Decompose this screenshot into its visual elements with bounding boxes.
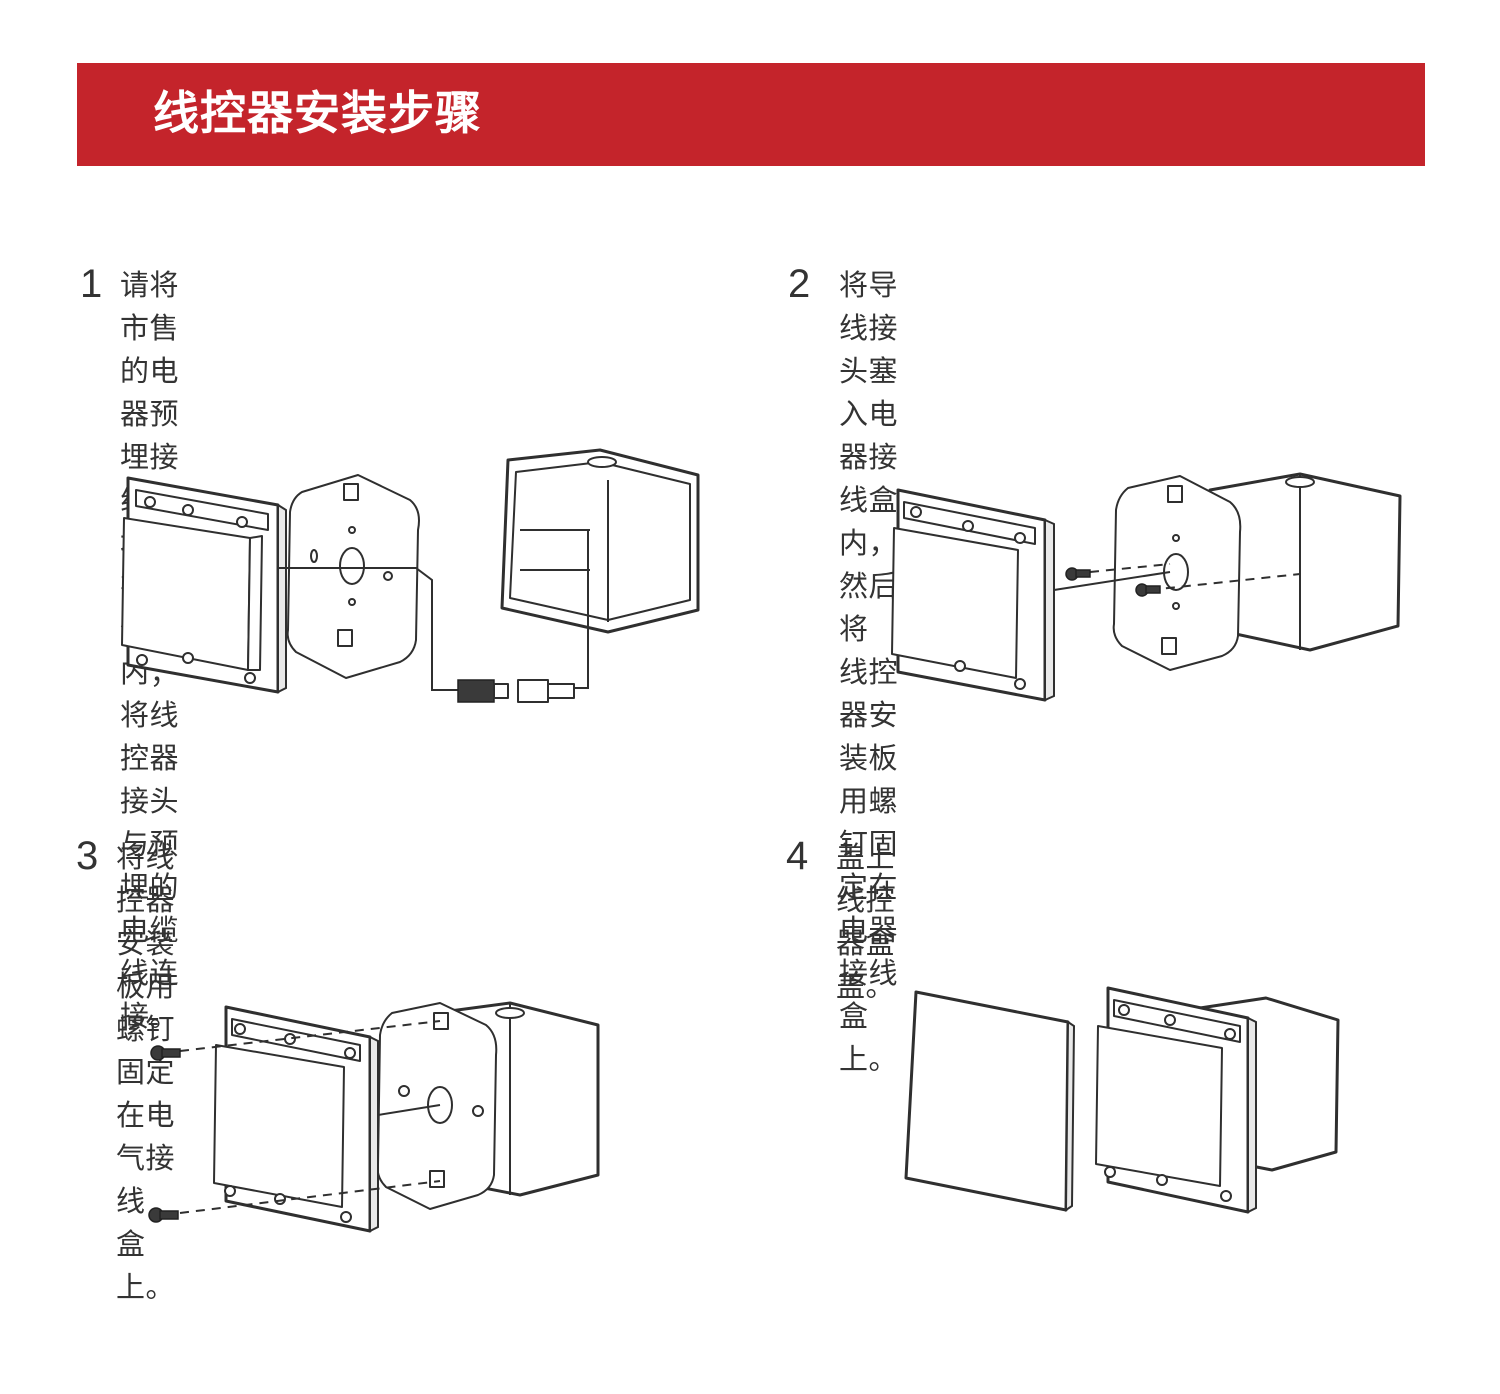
step-line: 将线控器安装板用螺钉固定在电气接线 — [116, 840, 176, 1218]
step-text: 将线控器安装板用螺钉固定在电气接线 盒上。 — [116, 836, 175, 1309]
junction-box-illustration — [1206, 472, 1402, 652]
screw-illustration — [148, 1020, 441, 1223]
controller-unit-illustration — [1095, 986, 1257, 1214]
step-line: 盖上线控器盒盖。 — [836, 840, 896, 1003]
step-number: 2 — [788, 262, 811, 306]
mounting-plate-illustration — [286, 474, 420, 679]
step-line: 将导线接头塞入电器接线盒内，然后将 — [839, 268, 899, 646]
mounting-plate-illustration — [1112, 475, 1242, 671]
step-text: 将导线接头塞入电器接线盒内，然后将 线控器安装板用螺钉固定在电器接线盒 上。 — [839, 264, 898, 1081]
step-number: 4 — [786, 834, 809, 878]
page-title: 线控器安装步骤 — [153, 86, 482, 140]
figure-step-1 — [121, 448, 700, 703]
step-number: 1 — [80, 262, 103, 306]
step-number: 3 — [76, 834, 99, 878]
step-line: 上。 — [839, 1042, 899, 1076]
screw-illustration — [1065, 563, 1301, 597]
cover-illustration — [904, 990, 1076, 1212]
figure-step-2 — [891, 472, 1402, 702]
controller-unit-illustration — [891, 488, 1055, 702]
cable-line — [1053, 571, 1171, 591]
wire-connectors-illustration — [278, 530, 589, 703]
controller-unit-illustration — [121, 476, 287, 694]
step-line: 线控器安装板用螺钉固定在电器接线盒 — [839, 655, 899, 1033]
figure-step-3 — [148, 1001, 600, 1233]
header-banner: 线控器安装步骤 — [77, 63, 1425, 166]
figure-step-4 — [904, 986, 1340, 1214]
step-text: 盖上线控器盒盖。 — [836, 836, 895, 1008]
junction-box-illustration — [500, 448, 700, 634]
step-line: 盒上。 — [116, 1227, 176, 1304]
controller-unit-illustration — [213, 1005, 379, 1233]
